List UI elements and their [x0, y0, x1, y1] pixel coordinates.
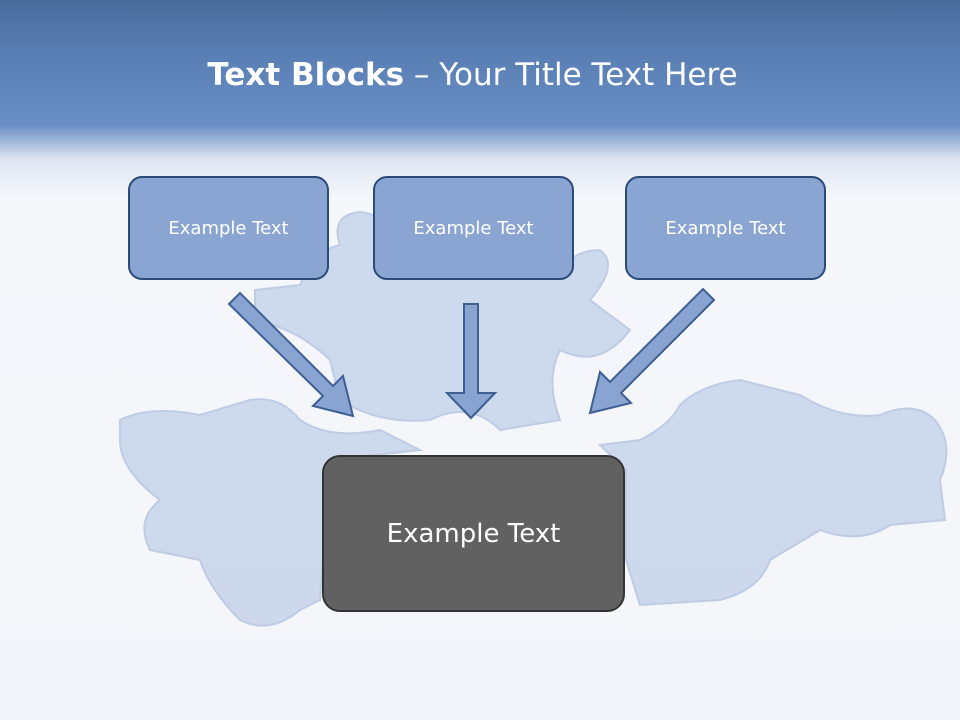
arrow-down-left-icon [588, 287, 716, 415]
text-block-label: Example Text [413, 217, 534, 239]
arrow-down-icon [444, 303, 498, 420]
text-block-label: Example Text [665, 217, 786, 239]
arrow-down-right-icon [227, 291, 355, 418]
target-text-block[interactable]: Example Text [322, 455, 625, 612]
text-block-label: Example Text [168, 217, 289, 239]
text-block-center[interactable]: Example Text [373, 176, 574, 280]
title-rest: – Your Title Text Here [404, 57, 738, 93]
text-block-left[interactable]: Example Text [128, 176, 329, 280]
puzzle-piece-icon [597, 378, 948, 607]
title-bold: Text Blocks [207, 57, 405, 93]
slide-title: Text Blocks – Your Title Text Here [0, 52, 945, 98]
text-block-right[interactable]: Example Text [625, 176, 826, 280]
target-block-label: Example Text [386, 518, 561, 549]
